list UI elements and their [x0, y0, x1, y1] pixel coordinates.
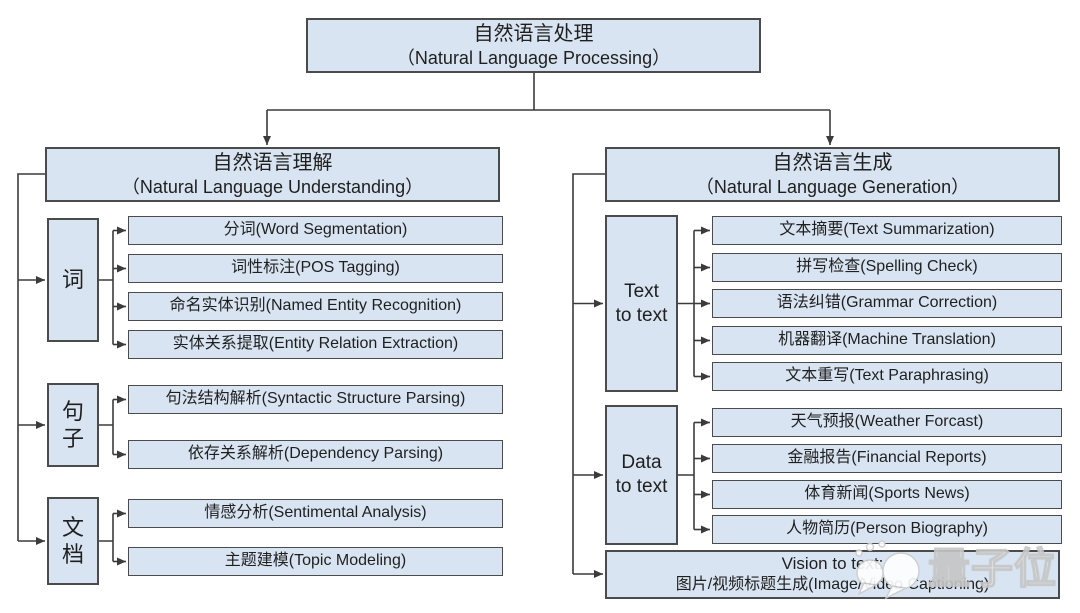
leaf-grammar-correction: 语法纠错(Grammar Correction)	[712, 289, 1062, 318]
leaf-person-biography: 人物简历(Person Biography)	[712, 515, 1062, 544]
nlu-title-en: （Natural Language Understanding）	[121, 176, 424, 197]
group-word-label: 词	[61, 267, 84, 293]
group-data-to-text-label-1: Data	[621, 452, 662, 474]
node-group-text-to-text: Text to text	[605, 215, 678, 392]
leaf-pos-tagging: 词性标注(POS Tagging)	[128, 254, 503, 283]
chat-bubbles-icon	[855, 540, 920, 600]
node-nlg: 自然语言生成 （Natural Language Generation）	[605, 147, 1060, 202]
node-vision-to-text: Vision to text: 图片/视频标题生成(Image/Video Ca…	[605, 550, 1060, 599]
node-group-sentence: 句 子	[47, 383, 99, 467]
leaf-text-summarization: 文本摘要(Text Summarization)	[712, 216, 1062, 245]
leaf-weather-forcast: 天气预报(Weather Forcast)	[712, 408, 1062, 437]
node-group-document: 文 档	[47, 497, 99, 585]
group-text-to-text-label-1: Text	[624, 280, 659, 302]
nlg-title-zh: 自然语言生成	[772, 151, 893, 174]
leaf-text-paraphrasing: 文本重写(Text Paraphrasing)	[712, 362, 1062, 391]
group-sentence-label-1: 句	[61, 398, 84, 424]
leaf-financial-reports: 金融报告(Financial Reports)	[712, 444, 1062, 473]
nlg-title-en: （Natural Language Generation）	[695, 176, 970, 197]
leaf-entity-relation-extraction: 实体关系提取(Entity Relation Extraction)	[128, 330, 503, 359]
leaf-sports-news: 体育新闻(Sports News)	[712, 480, 1062, 509]
root-title-zh: 自然语言处理	[473, 22, 594, 45]
leaf-named-entity-recognition: 命名实体识别(Named Entity Recognition)	[128, 292, 503, 321]
node-group-data-to-text: Data to text	[605, 405, 678, 545]
nlu-title-zh: 自然语言理解	[212, 151, 333, 174]
leaf-topic-modeling: 主题建模(Topic Modeling)	[128, 547, 503, 576]
node-nlu: 自然语言理解 （Natural Language Understanding）	[45, 147, 500, 202]
watermark-brand-text: 量子位	[927, 545, 1058, 592]
root-title-en: （Natural Language Processing）	[396, 47, 671, 68]
node-nlp-root: 自然语言处理 （Natural Language Processing）	[306, 18, 761, 73]
group-document-label-1: 文	[61, 514, 84, 540]
leaf-syntactic-structure-parsing: 句法结构解析(Syntactic Structure Parsing)	[128, 385, 503, 414]
group-text-to-text-label-2: to text	[615, 304, 668, 326]
group-document-label-2: 档	[61, 542, 84, 567]
leaf-dependency-parsing: 依存关系解析(Dependency Parsing)	[128, 440, 503, 469]
leaf-sentimental-analysis: 情感分析(Sentimental Analysis)	[128, 499, 503, 528]
group-sentence-label-2: 子	[61, 426, 84, 451]
qbitai-watermark: 量子位	[846, 538, 1072, 600]
leaf-spelling-check: 拼写检查(Spelling Check)	[712, 253, 1062, 282]
leaf-word-segmentation: 分词(Word Segmentation)	[128, 216, 503, 245]
group-data-to-text-label-2: to text	[615, 476, 668, 497]
node-group-word: 词	[47, 218, 99, 342]
leaf-machine-translation: 机器翻译(Machine Translation)	[712, 326, 1062, 355]
